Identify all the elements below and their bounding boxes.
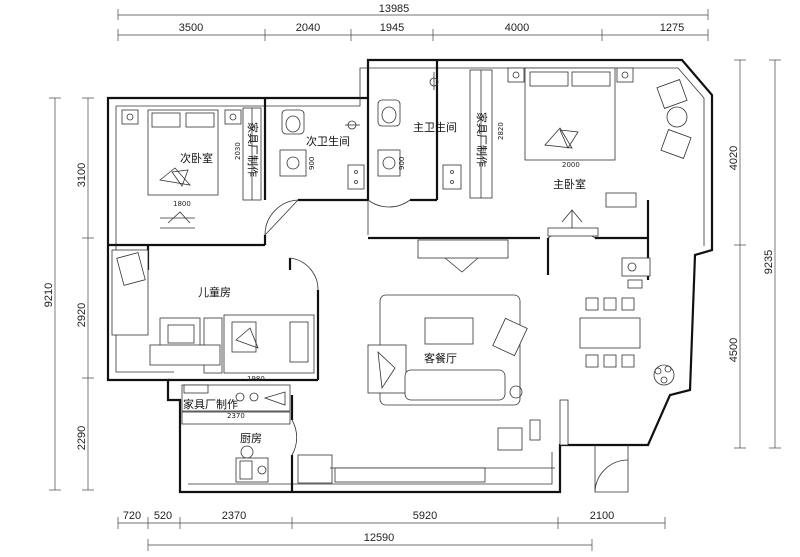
- left-dimension-lines: [49, 97, 94, 491]
- master-bedroom-furniture: [507, 67, 692, 237]
- right-vanity-size: 900: [398, 157, 406, 170]
- second-bathroom-label: 次卫生间: [306, 134, 350, 148]
- dining-furniture: [579, 257, 675, 386]
- top-total-dimension: 13985: [379, 3, 410, 15]
- bottom-dimension-lines: [117, 517, 666, 551]
- top-segment-5: 1275: [660, 22, 684, 34]
- left-vanity-size: 900: [308, 157, 316, 170]
- kitchen-label: 厨房: [240, 432, 262, 445]
- second-bedroom-furniture: [121, 107, 262, 229]
- left-segment-1: 3100: [76, 163, 88, 187]
- right-total-dimension: 9235: [763, 250, 775, 274]
- kids-room-furniture: [111, 249, 315, 374]
- living-dining-label: 客餐厅: [424, 351, 457, 365]
- master-bedroom-label: 主卧室: [553, 177, 586, 191]
- second-bedroom-bed-size: 1800: [173, 200, 191, 208]
- right-wardrobe-label: 家具厂制作: [475, 112, 489, 167]
- left-segment-3: 2290: [76, 426, 88, 450]
- right-segment-2: 4500: [728, 338, 740, 362]
- master-bed-size: 2000: [562, 161, 580, 169]
- top-segment-1: 3500: [179, 22, 203, 34]
- bottom-total-dimension: 12590: [364, 532, 395, 544]
- kitchen-cabinet-label: 家具厂制作: [183, 397, 238, 411]
- right-segment-1: 4020: [728, 146, 740, 170]
- second-bedroom-label: 次卧室: [180, 151, 213, 165]
- bottom-segment-3: 2370: [222, 510, 246, 522]
- left-wardrobe-label: 家具厂制作: [246, 122, 260, 177]
- top-segment-2: 2040: [296, 22, 320, 34]
- bottom-segment-1: 720: [123, 510, 141, 522]
- top-segment-3: 1945: [380, 22, 404, 34]
- bottom-segment-5: 2100: [590, 510, 614, 522]
- bottom-segment-4: 5920: [413, 510, 437, 522]
- kids-desk-size: 1980: [247, 375, 265, 383]
- left-wardrobe-depth: 2030: [234, 142, 242, 160]
- living-dining-furniture: [330, 239, 569, 483]
- bottom-segment-2: 520: [154, 510, 172, 522]
- right-wardrobe-depth: 2820: [497, 122, 505, 140]
- left-total-dimension: 9210: [43, 283, 55, 307]
- kids-room-label: 儿童房: [198, 285, 231, 299]
- second-bathroom-fixtures: [279, 109, 365, 190]
- top-dimension-lines: [117, 9, 709, 41]
- kitchen-furniture: [181, 384, 333, 484]
- interior-walls: [108, 60, 650, 492]
- top-segment-4: 4000: [505, 22, 529, 34]
- master-bathroom-fixtures: [377, 69, 493, 199]
- master-bathroom-label: 主卫生间: [413, 120, 457, 134]
- right-dimension-lines: [734, 59, 781, 449]
- kitchen-counter-size: 2370: [227, 412, 245, 420]
- left-segment-2: 2920: [76, 303, 88, 327]
